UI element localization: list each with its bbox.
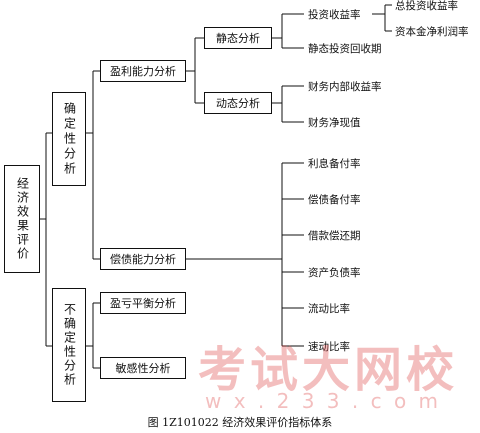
current-ratio-label: 流动比率 [308,303,350,315]
uncertain-analysis-node: 不确定性分析 [52,288,86,402]
roi-label: 投资收益率 [308,9,361,21]
root-label: 经济效果评价 [15,177,30,261]
npv-label: 财务净现值 [308,117,361,129]
static-analysis-label: 静态分析 [216,32,260,45]
dynamic-analysis-node: 动态分析 [204,92,272,114]
sensitivity-analysis-label: 敏感性分析 [115,362,171,375]
watermark-url: w x . 2 3 3 . c o m [205,389,442,413]
certain-analysis-node: 确定性分析 [52,92,86,186]
debt-analysis-label: 偿债能力分析 [110,253,176,266]
asset-liability-label: 资产负债率 [308,267,361,279]
quick-ratio-label: 速动比率 [308,341,350,353]
debt-analysis-node: 偿债能力分析 [100,248,186,270]
sensitivity-analysis-node: 敏感性分析 [100,357,186,379]
profitability-analysis-node: 盈利能力分析 [100,60,186,82]
breakeven-analysis-label: 盈亏平衡分析 [110,297,176,310]
debt-service-coverage-label: 偿债备付率 [308,194,361,206]
interest-coverage-label: 利息备付率 [308,158,361,170]
breakeven-analysis-node: 盈亏平衡分析 [100,292,186,314]
static-analysis-node: 静态分析 [204,27,272,49]
irr-label: 财务内部收益率 [308,81,382,93]
static-payback-label: 静态投资回收期 [308,43,382,55]
root-node: 经济效果评价 [4,165,40,273]
total-roi-label: 总投资收益率 [395,0,458,12]
capital-profit-label: 资本金净利润率 [395,26,469,38]
figure-caption: 图 1Z101022 经济效果评价指标体系 [147,416,333,429]
dynamic-analysis-label: 动态分析 [216,97,260,110]
certain-analysis-label: 确定性分析 [62,101,77,177]
uncertain-analysis-label: 不确定性分析 [62,303,77,387]
profitability-analysis-label: 盈利能力分析 [110,65,176,78]
watermark-logo: 考试大网校 [198,342,459,398]
loan-repayment-label: 借款偿还期 [308,230,361,242]
